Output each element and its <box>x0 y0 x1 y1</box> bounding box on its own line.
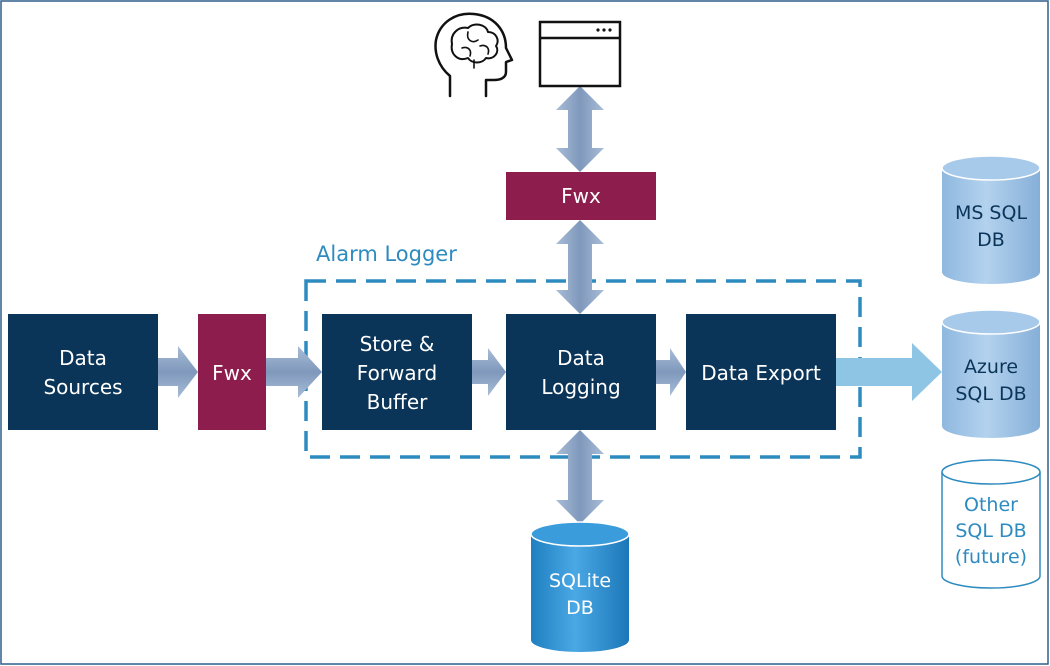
data-logging-line-2: Logging <box>541 375 620 399</box>
arrow-fwx-logging <box>556 220 604 314</box>
data-sources-line-2: Sources <box>43 375 122 399</box>
azure-line-2: SQL DB <box>955 383 1026 405</box>
fwx-top-label: Fwx <box>561 184 601 208</box>
mssql-line-2: DB <box>977 229 1005 251</box>
store-forward-line-2: Forward <box>357 361 437 385</box>
arrow-export-to-azure <box>836 343 942 401</box>
mssql-line-1: MS SQL <box>955 202 1028 224</box>
browser-window-icon <box>538 20 622 88</box>
azure-db-cylinder: Azure SQL DB <box>941 309 1041 438</box>
data-sources-box: Data Sources <box>8 314 158 430</box>
fwx-left-label: Fwx <box>212 361 252 385</box>
fwx-left-box: Fwx <box>198 314 266 430</box>
data-sources-line-1: Data <box>59 346 107 370</box>
arrow-browser-fwx <box>556 86 604 172</box>
other-line-3: (future) <box>955 546 1027 568</box>
other-line-2: SQL DB <box>955 520 1026 542</box>
arrow-logging-to-export <box>656 348 686 396</box>
arrow-sources-to-fwx <box>158 346 198 398</box>
sqlite-line-1: SQLite <box>549 570 611 592</box>
store-forward-line-3: Buffer <box>367 390 428 414</box>
arrow-logging-sqlite <box>556 430 604 524</box>
data-export-label: Data Export <box>701 361 821 385</box>
other-line-1: Other <box>964 494 1018 516</box>
data-logging-line-1: Data <box>557 346 605 370</box>
azure-line-1: Azure <box>964 356 1018 378</box>
other-db-cylinder: Other SQL DB (future) <box>941 459 1041 589</box>
fwx-top-box: Fwx <box>506 172 656 220</box>
brain-head-icon <box>434 12 514 98</box>
store-forward-box: Store & Forward Buffer <box>322 314 472 430</box>
data-export-box: Data Export <box>686 314 836 430</box>
group-label: Alarm Logger <box>316 242 457 266</box>
arrow-store-to-logging <box>472 348 506 396</box>
store-forward-line-1: Store & <box>360 332 435 356</box>
sqlite-line-2: DB <box>566 597 594 619</box>
mssql-db-cylinder: MS SQL DB <box>941 155 1041 284</box>
data-logging-box: Data Logging <box>506 314 656 430</box>
arrow-fwx-to-store <box>266 346 322 398</box>
sqlite-db-cylinder: SQLite DB <box>530 521 630 652</box>
